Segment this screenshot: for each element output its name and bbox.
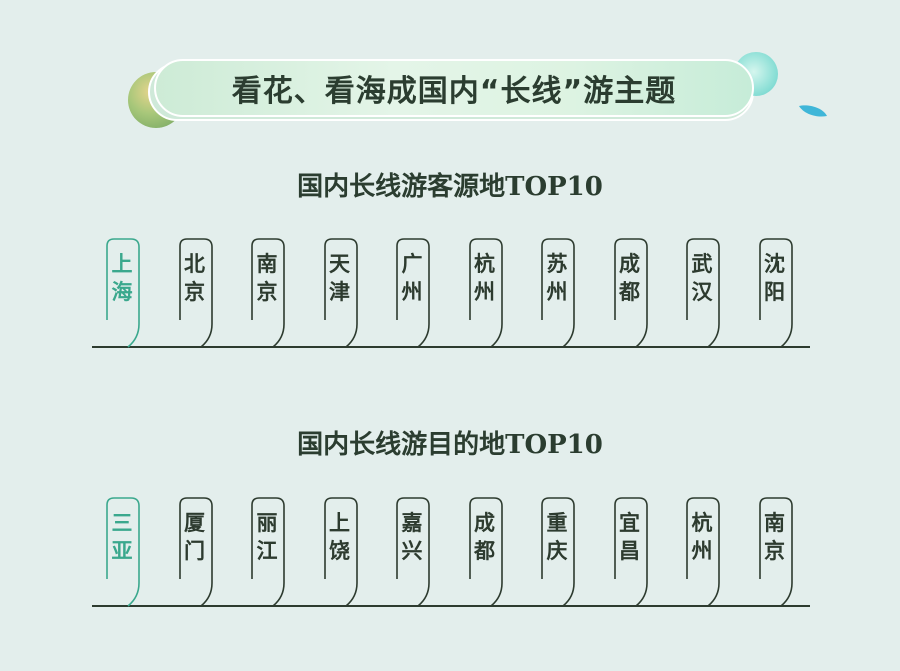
city-tag: 丽江 xyxy=(251,497,285,607)
city-tag: 天津 xyxy=(323,238,358,348)
leaf-icon xyxy=(799,105,827,117)
city-name: 上海 xyxy=(111,252,133,304)
tag-outline xyxy=(541,497,575,607)
city-name: 成都 xyxy=(619,252,640,304)
city-name: 天津 xyxy=(329,252,350,304)
city-name: 成都 xyxy=(474,511,495,563)
city-tag: 南京 xyxy=(251,238,285,348)
city-name: 杭州 xyxy=(691,511,713,563)
city-tag: 沈阳 xyxy=(758,238,793,348)
tag-outline xyxy=(251,497,285,607)
city-name: 上饶 xyxy=(329,511,350,563)
tag-outline xyxy=(178,497,213,607)
city-tag: 苏州 xyxy=(541,238,575,348)
tag-outline xyxy=(106,497,140,607)
row-baseline xyxy=(92,605,810,607)
city-tag: 南京 xyxy=(758,497,793,607)
city-name: 南京 xyxy=(256,252,278,304)
origins-row: 上海北京南京天津广州杭州苏州成都武汉沈阳 xyxy=(92,238,810,348)
tag-outline xyxy=(323,238,358,348)
city-name: 嘉兴 xyxy=(401,511,423,563)
destinations-row: 三亚厦门丽江上饶嘉兴成都重庆宜昌杭州南京 xyxy=(92,497,810,607)
tag-outline xyxy=(396,238,430,348)
tag-outline xyxy=(541,238,575,348)
banner-pill: 看花、看海成国内“长线”游主题 xyxy=(154,59,754,117)
city-name: 三亚 xyxy=(111,511,133,563)
city-name: 宜昌 xyxy=(619,511,640,563)
tag-outline xyxy=(758,238,793,348)
tag-outline xyxy=(468,497,503,607)
tag-outline xyxy=(613,497,648,607)
city-tag: 上饶 xyxy=(323,497,358,607)
city-tag: 广州 xyxy=(396,238,430,348)
section-title-destinations: 国内长线游目的地TOP10 xyxy=(297,430,603,460)
city-name: 武汉 xyxy=(691,252,713,304)
city-tag: 成都 xyxy=(613,238,648,348)
tag-outline xyxy=(106,238,140,348)
city-tag: 厦门 xyxy=(178,497,213,607)
tag-outline xyxy=(686,238,720,348)
tag-outline xyxy=(251,238,285,348)
tag-outline xyxy=(178,238,213,348)
city-tag: 北京 xyxy=(178,238,213,348)
tag-outline xyxy=(758,497,793,607)
tag-outline xyxy=(613,238,648,348)
page-title: 看花、看海成国内“长线”游主题 xyxy=(231,74,677,109)
city-tag: 嘉兴 xyxy=(396,497,430,607)
city-name: 厦门 xyxy=(184,511,205,563)
tag-outline xyxy=(686,497,720,607)
city-name: 丽江 xyxy=(256,511,278,563)
city-name: 沈阳 xyxy=(764,252,785,304)
tag-outline xyxy=(468,238,503,348)
city-tag: 重庆 xyxy=(541,497,575,607)
city-name: 北京 xyxy=(184,252,205,304)
city-tag: 杭州 xyxy=(468,238,503,348)
city-tag: 上海 xyxy=(106,238,140,348)
city-name: 苏州 xyxy=(546,252,568,304)
city-tag: 宜昌 xyxy=(613,497,648,607)
row-baseline xyxy=(92,346,810,348)
city-name: 南京 xyxy=(764,511,785,563)
city-name: 广州 xyxy=(401,252,423,304)
city-tag: 杭州 xyxy=(686,497,720,607)
section-title-origins: 国内长线游客源地TOP10 xyxy=(297,172,603,202)
city-tag: 武汉 xyxy=(686,238,720,348)
tag-outline xyxy=(323,497,358,607)
city-tag: 成都 xyxy=(468,497,503,607)
city-tag: 三亚 xyxy=(106,497,140,607)
city-name: 重庆 xyxy=(546,511,568,563)
city-name: 杭州 xyxy=(474,252,495,304)
tag-outline xyxy=(396,497,430,607)
header-banner: 看花、看海成国内“长线”游主题 xyxy=(128,50,788,130)
